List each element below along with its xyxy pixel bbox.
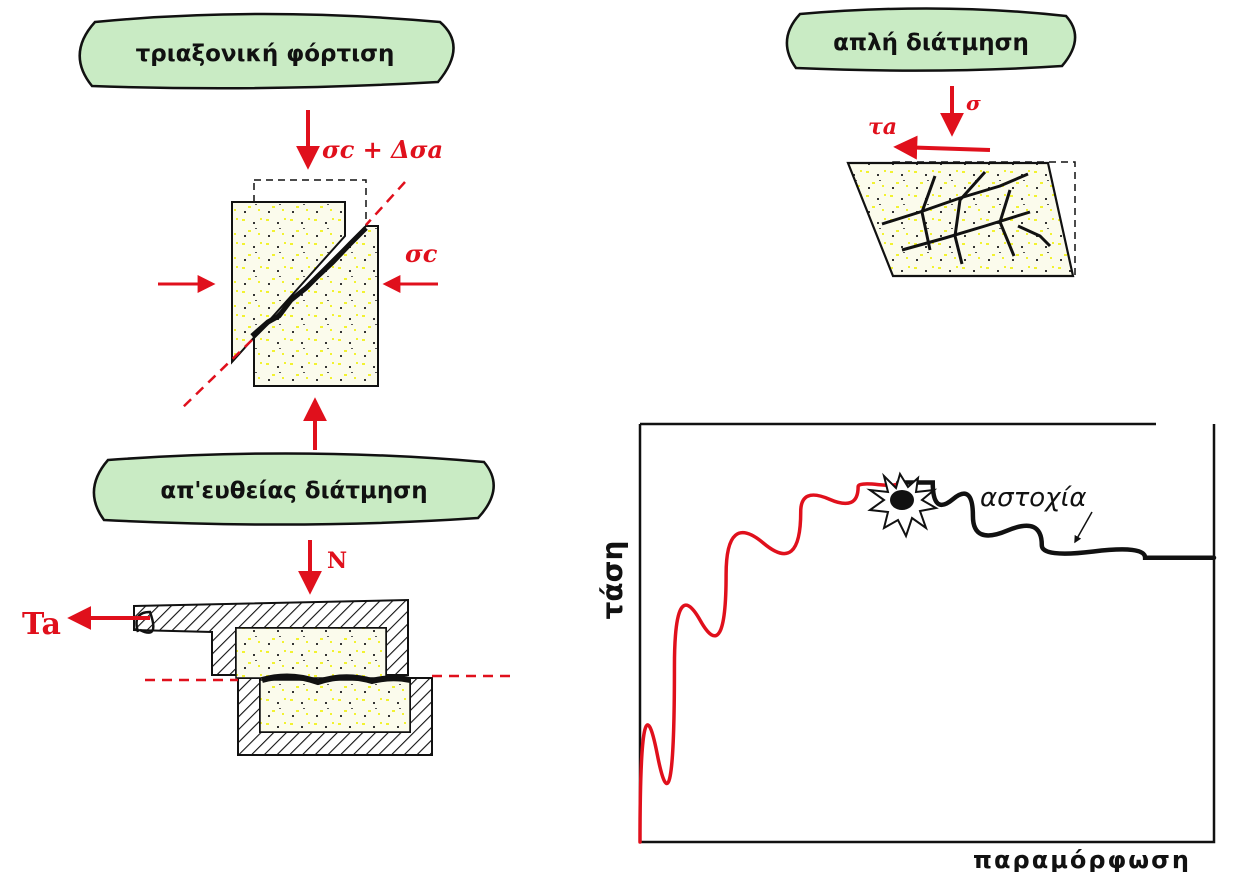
simple-shear-section: απλή διάτμηση σ τa xyxy=(785,7,1077,278)
direct-shear-section: απ'ευθείας διάτμηση N Ta xyxy=(22,452,510,756)
direct-shear-label: απ'ευθείας διάτμηση xyxy=(160,478,427,504)
post-peak-curve xyxy=(896,480,1217,561)
pill-triaxial xyxy=(78,12,455,90)
stress-strain-chart: αστοχία τάση παραμόρφωση xyxy=(596,422,1217,872)
pull-hook xyxy=(135,610,155,634)
pill-direct-shear xyxy=(92,452,495,526)
x-axis-label: παραμόρφωση xyxy=(973,846,1191,872)
soil-sample-lower xyxy=(259,679,411,733)
T-a-label: Ta xyxy=(22,607,61,642)
sigma-c-plus-label: σc + Δσa xyxy=(322,135,443,164)
soil-sample-upper xyxy=(235,627,387,679)
sigma-c-label: σc xyxy=(405,239,438,268)
simple-shear-label: απλή διάτμηση xyxy=(833,30,1029,56)
pill-simple-shear xyxy=(785,7,1077,72)
simple-shear-sample xyxy=(846,161,1075,278)
annotation-pointer xyxy=(1074,511,1093,544)
failure-annotation: αστοχία xyxy=(980,483,1087,513)
triaxial-label: τριαξονική φόρτιση xyxy=(136,41,395,67)
N-label: N xyxy=(327,548,347,574)
shear-cracks xyxy=(881,171,1052,265)
tau-a-label: τa xyxy=(868,114,897,140)
failure-line-lower xyxy=(179,339,253,411)
chart-frame xyxy=(638,424,1216,844)
triaxial-section: τριαξονική φόρτιση σc + Δσa σc xyxy=(78,12,455,450)
failure-line-upper xyxy=(365,181,406,226)
chart-series-layer xyxy=(638,480,1217,844)
pre-peak-curve xyxy=(638,480,901,844)
shear-zone xyxy=(261,673,411,686)
simple-shear-tau-arrow xyxy=(893,135,991,160)
y-axis-label: τάση xyxy=(596,541,629,620)
sigma-label: σ xyxy=(966,91,981,115)
shear-plane xyxy=(250,226,368,338)
upper-block xyxy=(231,201,346,365)
failure-point xyxy=(890,490,914,510)
